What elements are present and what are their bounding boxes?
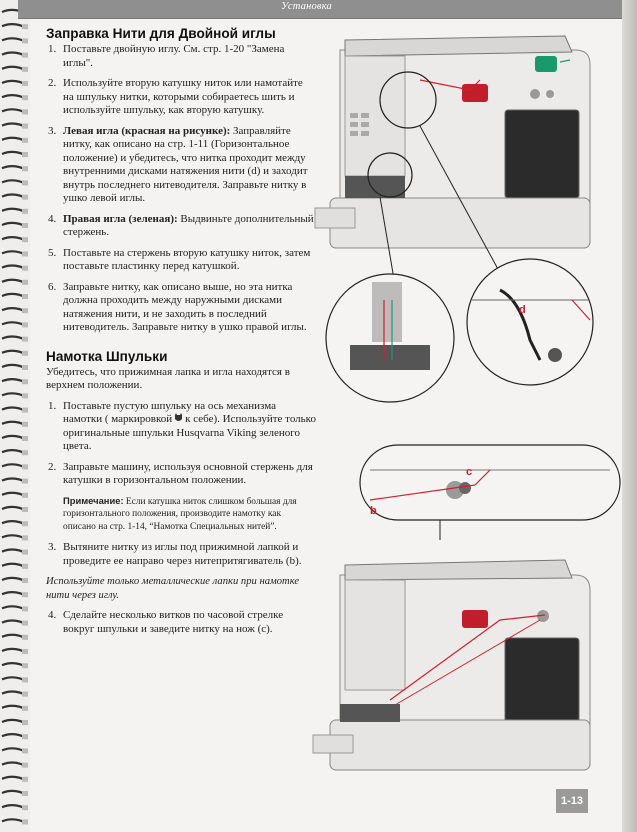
section-heading-twin-needle: Заправка Нити для Двойной иглы bbox=[46, 26, 276, 41]
spiral-hole bbox=[22, 393, 28, 399]
list-item: 1.Поставьте двойную иглу. См. стр. 1-20 … bbox=[48, 43, 285, 69]
spiral-hole bbox=[22, 606, 28, 612]
spiral-hole bbox=[22, 776, 28, 782]
label-c: c bbox=[466, 466, 472, 478]
list-item: 3.Левая игла (красная на рисунке): Запра… bbox=[48, 124, 308, 205]
spiral-hole bbox=[22, 578, 28, 583]
spiral-hole bbox=[22, 677, 28, 683]
sewing-machine-illustration-bottom bbox=[312, 559, 591, 771]
spiral-hole bbox=[22, 365, 28, 370]
spiral-hole bbox=[22, 620, 28, 626]
bobbin-steps-cont: 3.Вытяните нитку из иглы под прижимной л… bbox=[48, 541, 316, 568]
header-title: Установка bbox=[281, 1, 332, 12]
spiral-hole bbox=[22, 805, 28, 811]
list-item: 5.Поставьте на стержень вторую катушку н… bbox=[48, 246, 311, 273]
viking-marker-icon bbox=[175, 413, 183, 421]
spiral-hole bbox=[22, 279, 28, 285]
list-item: 4.Правая игла (зеленая): Выдвиньте допол… bbox=[48, 212, 314, 239]
spiral-hole bbox=[22, 549, 28, 555]
spiral-hole bbox=[22, 152, 28, 157]
spiral-hole bbox=[22, 450, 28, 456]
spiral-hole bbox=[22, 308, 28, 314]
spiral-hole bbox=[22, 123, 28, 129]
spiral-hole bbox=[22, 521, 28, 527]
spiral-hole bbox=[22, 720, 28, 725]
note: Примечание: Если катушка ниток слишком б… bbox=[63, 494, 297, 532]
spiral-hole bbox=[22, 592, 28, 598]
spiral-hole bbox=[22, 24, 28, 30]
zoom-circle-bobbin-winder bbox=[359, 444, 621, 521]
metal-foot-note: Используйте только металлические лапки п… bbox=[46, 576, 300, 601]
sewing-machine-illustration-top bbox=[314, 35, 591, 286]
list-item: 4.Сделайте несколько витков по часовой с… bbox=[48, 609, 284, 635]
spiral-hole bbox=[22, 66, 28, 72]
spiral-hole bbox=[22, 691, 28, 697]
list-item: 6.Заправьте нитку, как описано выше, но … bbox=[48, 280, 307, 334]
spiral-hole bbox=[22, 819, 28, 825]
text-column: Заправка Нити для Двойной иглы 1.Поставь… bbox=[46, 26, 316, 643]
twin-needle-steps: 1.Поставьте двойную иглу. См. стр. 1-20 … bbox=[48, 43, 316, 335]
spiral-hole bbox=[22, 237, 28, 243]
spiral-hole bbox=[22, 208, 28, 214]
spiral-hole bbox=[22, 705, 28, 711]
bobbin-steps-final: 4.Сделайте несколько витков по часовой с… bbox=[48, 609, 316, 636]
section-heading-bobbin-winding: Намотка Шпульки bbox=[46, 348, 168, 364]
spiral-hole bbox=[22, 436, 28, 441]
spiral-hole bbox=[22, 95, 28, 101]
spiral-hole bbox=[22, 734, 28, 740]
bobbin-steps: 1.Поставьте пустую шпульку на ось механи… bbox=[48, 400, 316, 488]
spiral-hole bbox=[22, 265, 28, 271]
spiral-hole bbox=[22, 464, 28, 470]
page-number: 1-13 bbox=[556, 789, 588, 813]
label-d: d bbox=[519, 304, 526, 316]
spiral-hole bbox=[22, 294, 28, 299]
label-b: b bbox=[370, 505, 377, 517]
spiral-hole bbox=[22, 52, 28, 58]
spiral-hole bbox=[22, 663, 28, 669]
spiral-hole bbox=[22, 81, 28, 86]
spiral-hole bbox=[22, 563, 28, 569]
spiral-hole bbox=[22, 535, 28, 541]
header-bar: Установка bbox=[18, 0, 622, 19]
spiral-hole bbox=[22, 251, 28, 257]
spiral-hole bbox=[22, 322, 28, 328]
page-edge bbox=[622, 0, 637, 832]
spiral-hole bbox=[22, 748, 28, 754]
spiral-hole bbox=[22, 194, 28, 200]
zoom-circle-tension-discs bbox=[466, 258, 594, 386]
zoom-circle-needles bbox=[325, 273, 455, 403]
list-item: 2.Используйте вторую катушку ниток или н… bbox=[48, 77, 303, 116]
spiral-hole bbox=[22, 492, 28, 498]
list-item: 2.Заправьте машину, используя основной с… bbox=[48, 460, 313, 487]
spiral-hole bbox=[22, 507, 28, 512]
spiral-hole bbox=[22, 421, 28, 427]
list-item: 1.Поставьте пустую шпульку на ось механи… bbox=[48, 399, 316, 453]
bobbin-intro: Убедитесь, что прижимная лапка и игла на… bbox=[46, 365, 290, 392]
list-item: 3.Вытяните нитку из иглы под прижимной л… bbox=[48, 541, 302, 567]
spiral-hole bbox=[22, 223, 28, 228]
spiral-hole bbox=[22, 38, 28, 44]
spiral-hole bbox=[22, 379, 28, 385]
spiral-hole bbox=[22, 137, 28, 143]
spiral-hole bbox=[22, 109, 28, 115]
spiral-hole bbox=[22, 762, 28, 768]
spiral-hole bbox=[22, 180, 28, 186]
spiral-hole bbox=[22, 649, 28, 654]
spiral-hole bbox=[22, 407, 28, 413]
spiral-hole bbox=[22, 634, 28, 640]
spiral-hole bbox=[22, 791, 28, 796]
spiral-hole bbox=[22, 336, 28, 342]
spiral-binding bbox=[0, 0, 30, 832]
spiral-hole bbox=[22, 478, 28, 484]
spiral-hole bbox=[22, 166, 28, 172]
spiral-hole bbox=[22, 350, 28, 356]
